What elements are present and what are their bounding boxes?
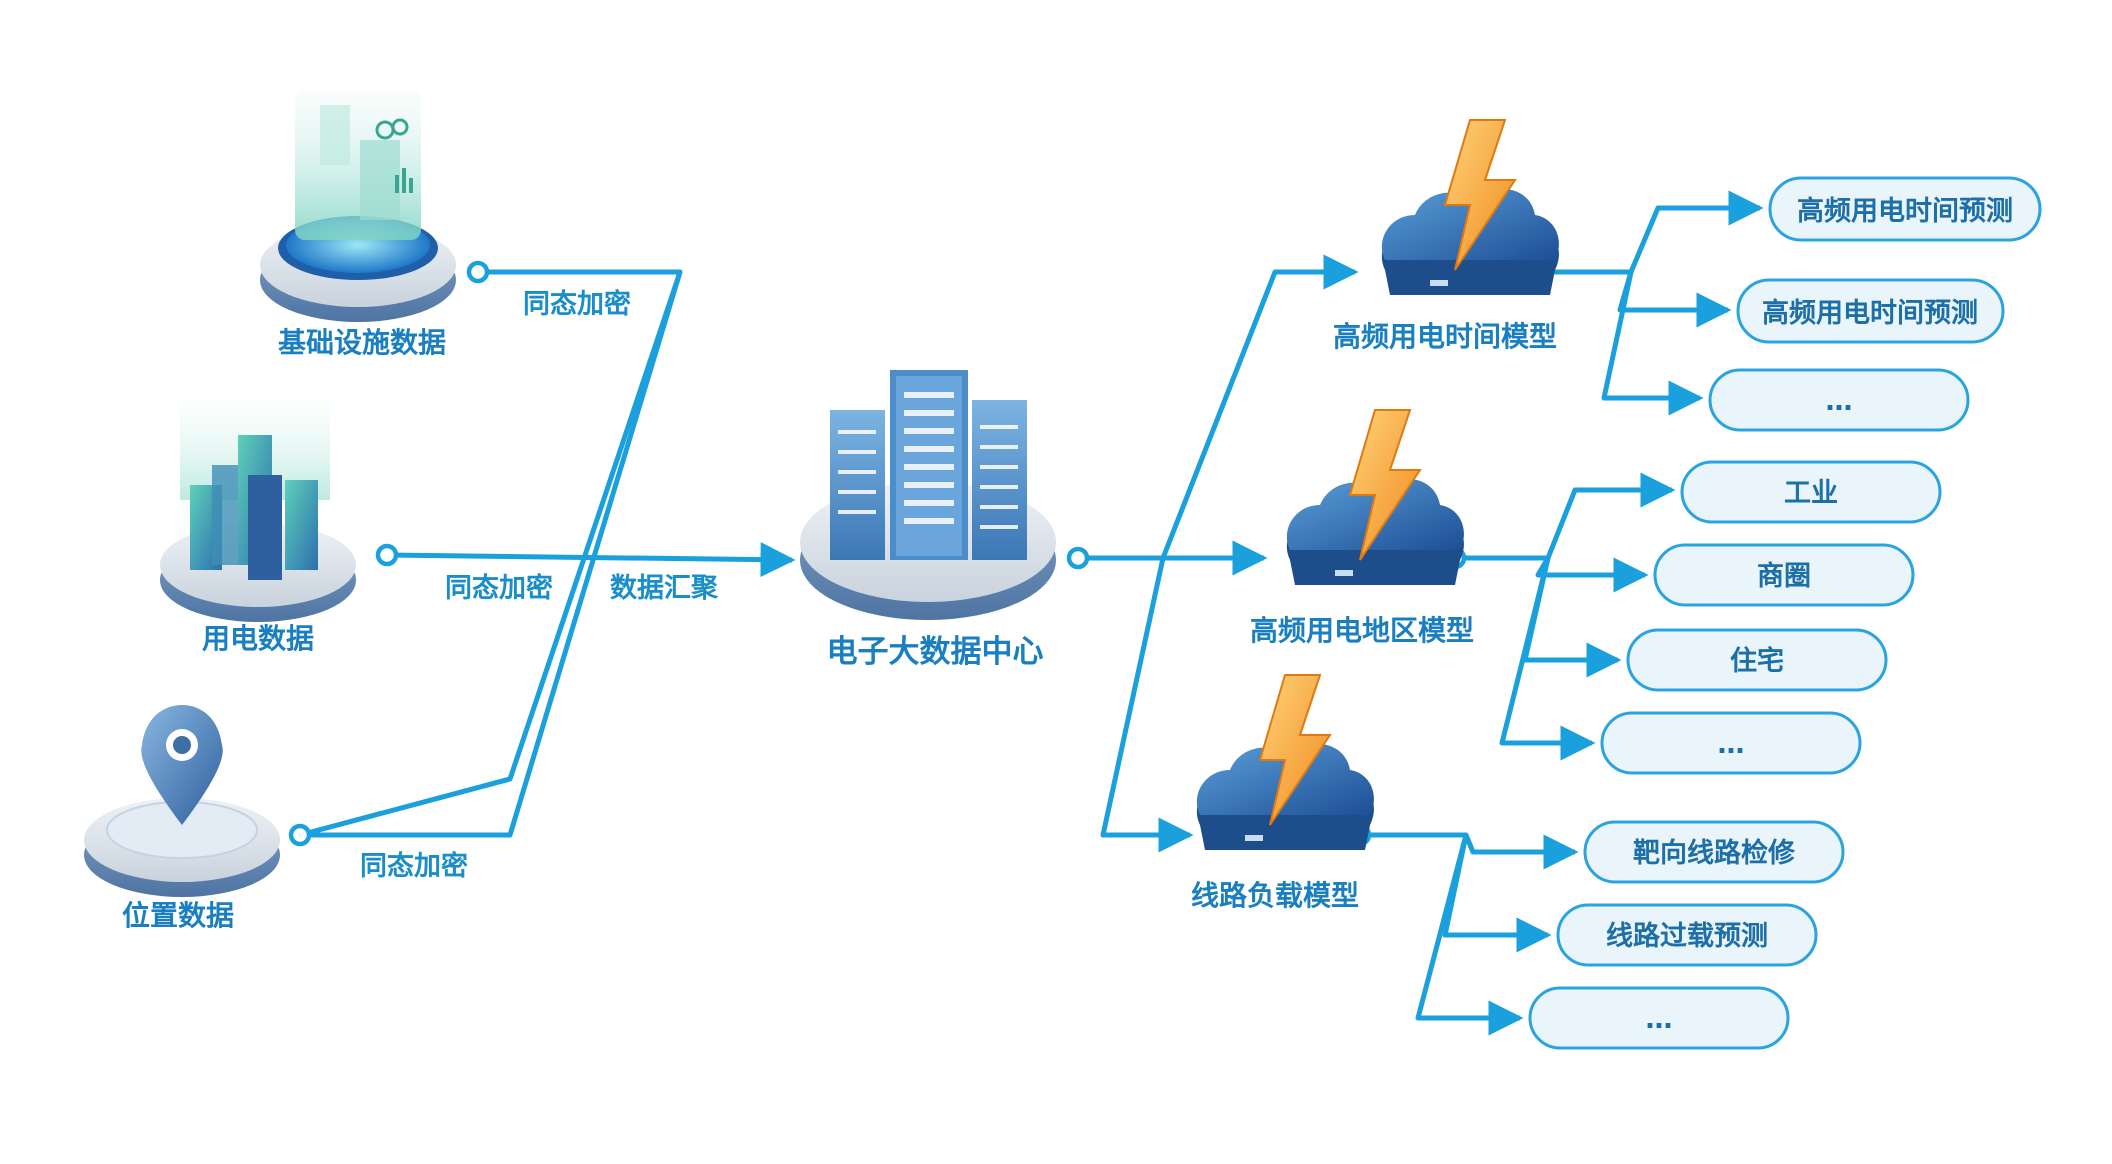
edge-power-to-center [386,542,796,578]
svg-text:线路过载预测: 线路过载预测 [1606,920,1768,952]
cloud-lightning-icon-1 [1381,119,1559,295]
edge-model-time-out-1 [1542,190,1764,275]
source-label-location: 位置数据 [122,899,234,932]
source-label-power: 用电数据 [202,622,314,655]
edge-model-line-out-1 [1360,832,1579,870]
svg-text:高频用电时间预测: 高频用电时间预测 [1797,195,2013,227]
svg-text:高频用电时间预测: 高频用电时间预测 [1762,297,1978,329]
output-pill[interactable]: 工业 [1680,460,1942,524]
edge-label-encrypt-3: 同态加密 [360,850,468,882]
svg-text:靶向线路检修: 靶向线路检修 [1633,837,1796,869]
svg-text:住宅: 住宅 [1730,645,1784,677]
output-pill[interactable]: 线路过载预测 [1556,903,1818,967]
cloud-lightning-icon-3 [1196,674,1374,850]
edge-model-time-out-2 [1617,271,1732,328]
svg-text:…: … [1826,386,1853,417]
output-pill[interactable]: 靶向线路检修 [1583,820,1845,884]
port-center [1066,546,1090,570]
edge-model-region-out-4 [1499,557,1596,761]
output-pill[interactable]: … [1528,986,1790,1050]
svg-text:…: … [1646,1004,1673,1035]
output-pill[interactable]: 高频用电时间预测 [1768,176,2042,242]
output-pill[interactable]: … [1600,711,1862,775]
edge-location-to-center [300,271,683,838]
center-label: 电子大数据中心 [827,634,1044,670]
svg-text:…: … [1718,729,1745,760]
edge-label-aggregate: 数据汇聚 [610,573,719,604]
port-infra [466,260,490,284]
model-label-line: 线路负载模型 [1191,879,1359,912]
model-line-outputs: 靶向线路检修 线路过载预测 … [1528,820,1845,1050]
model-region-outputs: 工业 商圈 住宅 … [1600,460,1942,775]
output-pill[interactable]: 住宅 [1626,628,1888,692]
cloud-lightning-icon-2 [1286,409,1464,585]
model-label-region: 高频用电地区模型 [1250,614,1474,647]
edge-center-to-model-line [1100,557,1194,853]
data-tower-icon [260,90,456,322]
svg-text:工业: 工业 [1784,478,1838,509]
port-location [288,823,312,847]
edge-model-region-out-1 [1455,472,1676,561]
svg-text:商圈: 商圈 [1757,561,1811,592]
output-pill[interactable]: 商圈 [1653,543,1915,607]
edge-infra-to-center [299,269,683,838]
server-building-icon [800,370,1056,620]
model-time-outputs: 高频用电时间预测 高频用电时间预测 … [1708,176,2042,432]
output-pill[interactable]: … [1708,368,1970,432]
edge-model-time-out-3 [1601,271,1704,416]
location-pin-icon [84,705,280,897]
edge-label-encrypt-1: 同态加密 [523,288,631,320]
city-buildings-icon [160,400,356,622]
source-label-infra: 基础设施数据 [278,326,446,359]
edge-model-region-out-2 [1535,556,1649,593]
model-label-time: 高频用电时间模型 [1333,320,1557,353]
connector-lines [299,190,1764,1036]
edge-label-encrypt-2: 同态加密 [445,572,553,604]
edge-model-line-out-3 [1415,834,1524,1036]
output-pill[interactable]: 高频用电时间预测 [1736,278,2005,344]
port-power [375,543,399,567]
